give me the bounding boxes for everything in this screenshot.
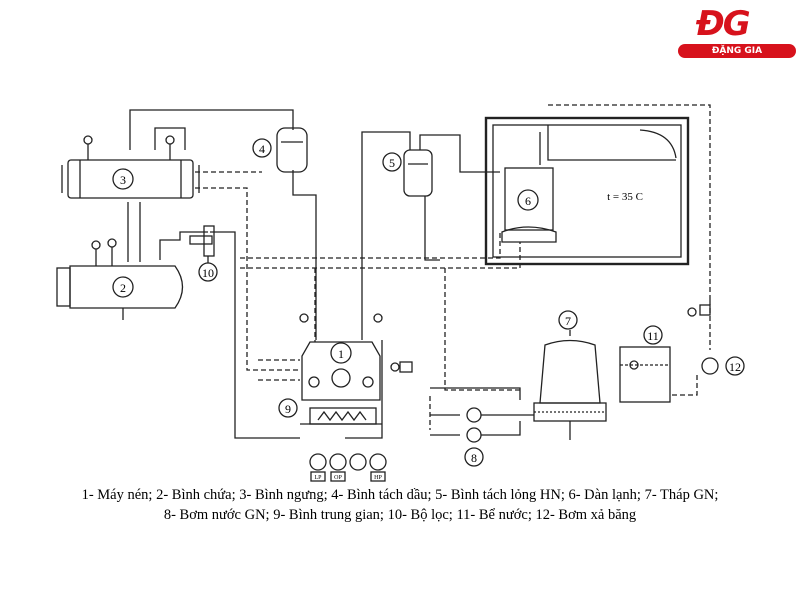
label-filter: 10: [202, 266, 214, 280]
gauge-icon: [107, 238, 117, 248]
label-compressor: 1: [338, 347, 344, 361]
gauge-icon: [373, 313, 383, 323]
dash-water-in: [195, 187, 300, 371]
pressure-switch: [399, 361, 413, 373]
filter: [189, 225, 218, 282]
pipe-sep-evap: [419, 134, 500, 173]
label-liquid-separator: 5: [389, 156, 395, 170]
brand-logo: ĐG ĐẶNG GIA: [678, 4, 796, 62]
gauge-icon: [390, 362, 400, 372]
pipe-top-header: [129, 109, 294, 150]
dash-drain: [548, 104, 711, 300]
water-tank: [619, 325, 671, 403]
oil-separator: [252, 127, 308, 173]
label-cooling-tower: 7: [565, 314, 571, 328]
pipe-sep-liquid: [424, 196, 440, 261]
pipe-liquid-line: [210, 231, 300, 439]
drain-pump: [687, 304, 745, 376]
label-pump: 8: [471, 451, 477, 465]
brand-mark: ĐG: [696, 4, 751, 44]
cold-room: [484, 116, 690, 266]
dashed-pipes: [195, 104, 711, 430]
label-drain-pump: 12: [729, 360, 741, 374]
condenser: [61, 159, 200, 199]
gauge-icon: [83, 135, 93, 145]
label-receiver: 2: [120, 281, 126, 295]
gauge-icon: [165, 135, 175, 145]
compressor: [299, 313, 383, 401]
dash-pump12-out: [670, 375, 698, 396]
label-oil-separator: 4: [259, 142, 265, 156]
liquid-separator: [382, 149, 433, 197]
label-condenser: 3: [120, 173, 126, 187]
legend-line-2: 8- Bơm nước GN; 9- Bình trung gian; 10- …: [163, 507, 637, 523]
pipe-tower-return: [430, 387, 521, 400]
gauge-icon: [91, 240, 101, 250]
dash-cond-evap: [240, 230, 501, 259]
solid-pipes: [127, 109, 521, 439]
pipe-suction: [361, 131, 411, 340]
legend-line-1: 1- Máy nén; 2- Bình chứa; 3- Bình ngưng;…: [81, 487, 719, 503]
label-water-tank: 11: [647, 329, 659, 343]
receiver: [56, 265, 184, 320]
cooling-water-pumps: [464, 407, 534, 467]
gauge-panel: [309, 453, 387, 482]
pipe-receiver-filter: [159, 231, 208, 260]
gauge-label: LP: [314, 475, 322, 481]
label-intermediate-tank: 9: [285, 402, 291, 416]
gauge-label: OP: [334, 475, 342, 481]
dash-cond-evap-2: [240, 242, 521, 269]
intermediate-tank: [278, 398, 382, 425]
cooling-tower: [533, 310, 607, 440]
brand-name: ĐẶNG GIA: [678, 44, 796, 58]
room-temperature: t = 35 C: [607, 191, 643, 203]
gauge-label: HP: [374, 475, 382, 481]
label-evaporator: 6: [525, 194, 531, 208]
pipe-condenser-top: [154, 127, 186, 150]
dash-to-tower: [444, 268, 520, 391]
gauge-icon: [299, 313, 309, 323]
pipe-right-inter: [345, 340, 383, 439]
gauge-icon: [687, 307, 697, 317]
